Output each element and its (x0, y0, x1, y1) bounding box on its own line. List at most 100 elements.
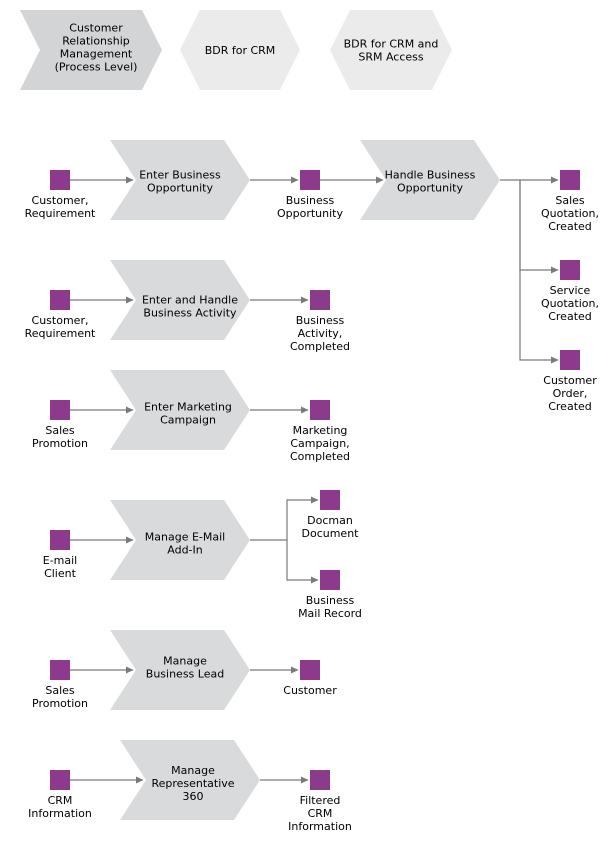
event-filtered-crm-information[interactable] (310, 770, 330, 790)
event-label-line: Docman (307, 514, 353, 527)
connector-arrow (286, 540, 319, 584)
event-label-line: Promotion (32, 697, 88, 710)
event-label-line: Completed (290, 340, 350, 353)
event-label-line: Requirement (25, 327, 96, 340)
event-label-line: Quotation, (541, 297, 599, 310)
event-label-line: Completed (290, 450, 350, 463)
event-label-line: Customer (283, 684, 337, 697)
process-enter-marketing-campaign[interactable] (110, 370, 250, 450)
header-chevron-crm[interactable] (20, 10, 162, 90)
event-crm-information[interactable] (50, 770, 70, 790)
event-label-line: Business (306, 594, 355, 607)
event-label-line: Created (548, 310, 592, 323)
header-label-bdr-srm-line: SRM Access (358, 51, 424, 64)
event-label-line: Quotation, (541, 207, 599, 220)
header-label-crm-line: Relationship (62, 35, 130, 48)
process-label-line: Add-In (167, 544, 203, 557)
event-label-line: Sales (555, 194, 585, 207)
process-manage-email-add-in[interactable] (110, 500, 250, 580)
event-business-mail-record[interactable] (320, 570, 340, 590)
event-customer-requirement[interactable] (50, 290, 70, 310)
event-business-activity-completed[interactable] (310, 290, 330, 310)
process-handle-business-opportunity[interactable] (360, 140, 500, 220)
process-label-line: Business Lead (146, 668, 224, 681)
process-manage-business-lead[interactable] (110, 630, 250, 710)
header-label-crm-line: Management (60, 48, 133, 61)
event-label: Customer (283, 684, 337, 697)
header-label-crm-line: Customer (69, 22, 123, 35)
event-label-line: Client (44, 567, 77, 580)
event-docman-document[interactable] (320, 490, 340, 510)
event-label-line: Mail Record (298, 607, 362, 620)
event-label-line: Campaign, (290, 437, 349, 450)
process-manage-representative-360[interactable] (120, 740, 260, 820)
event-label-line: CRM (48, 794, 73, 807)
process-enter-business-opportunity[interactable] (110, 140, 250, 220)
event-label: Customer,Requirement (25, 314, 96, 340)
event-label-line: Promotion (32, 437, 88, 450)
event-business-opportunity[interactable] (300, 170, 320, 190)
process-enter-handle-business-activity[interactable] (110, 260, 250, 340)
connector-arrow (250, 496, 319, 541)
event-label-line: Filtered (300, 794, 341, 807)
header-label-bdr-crm: BDR for CRM (205, 44, 276, 57)
event-label-line: Information (288, 820, 352, 833)
event-label-line: CRM (308, 807, 333, 820)
event-label-line: Customer (543, 374, 597, 387)
process-label-line: Representative (151, 777, 234, 790)
event-label-line: Document (302, 527, 360, 540)
event-sales-promotion[interactable] (50, 400, 70, 420)
process-label-line: Opportunity (397, 182, 464, 195)
event-label-line: Created (548, 220, 592, 233)
event-label-line: Opportunity (277, 207, 344, 220)
process-label-line: Handle Business (385, 169, 476, 182)
process-label-line: Campaign (160, 414, 216, 427)
event-customer[interactable] (300, 660, 320, 680)
event-email-client[interactable] (50, 530, 70, 550)
process-label-line: Enter Marketing (144, 401, 232, 414)
event-label-line: Business (296, 314, 345, 327)
process-label-line: Business Activity (143, 307, 237, 320)
event-service-quotation-created[interactable] (560, 260, 580, 280)
event-sales-quotation-created[interactable] (560, 170, 580, 190)
header-label-bdr-crm-line: BDR for CRM (205, 44, 276, 57)
header-hexagon-bdr-crm[interactable] (180, 10, 300, 90)
event-label-line: Sales (45, 684, 75, 697)
process-label-line: Enter and Handle (142, 294, 238, 307)
process-label-line: 360 (183, 790, 204, 803)
event-sales-promotion[interactable] (50, 660, 70, 680)
process-label-line: Manage E-Mail (145, 531, 225, 544)
header-label-crm-line: (Process Level) (55, 61, 138, 74)
event-label-line: Information (28, 807, 92, 820)
event-marketing-campaign-completed[interactable] (310, 400, 330, 420)
connector-layer (70, 176, 559, 784)
event-customer-order-created[interactable] (560, 350, 580, 370)
event-label-line: Customer, (32, 314, 89, 327)
event-customer-requirement[interactable] (50, 170, 70, 190)
process-label-line: Enter Business (139, 169, 221, 182)
process-label-line: Opportunity (147, 182, 214, 195)
header-hexagon-bdr-srm[interactable] (330, 10, 452, 90)
event-label-line: Activity, (298, 327, 343, 340)
process-label-line: Manage (163, 655, 207, 668)
connector-arrow (519, 180, 559, 364)
